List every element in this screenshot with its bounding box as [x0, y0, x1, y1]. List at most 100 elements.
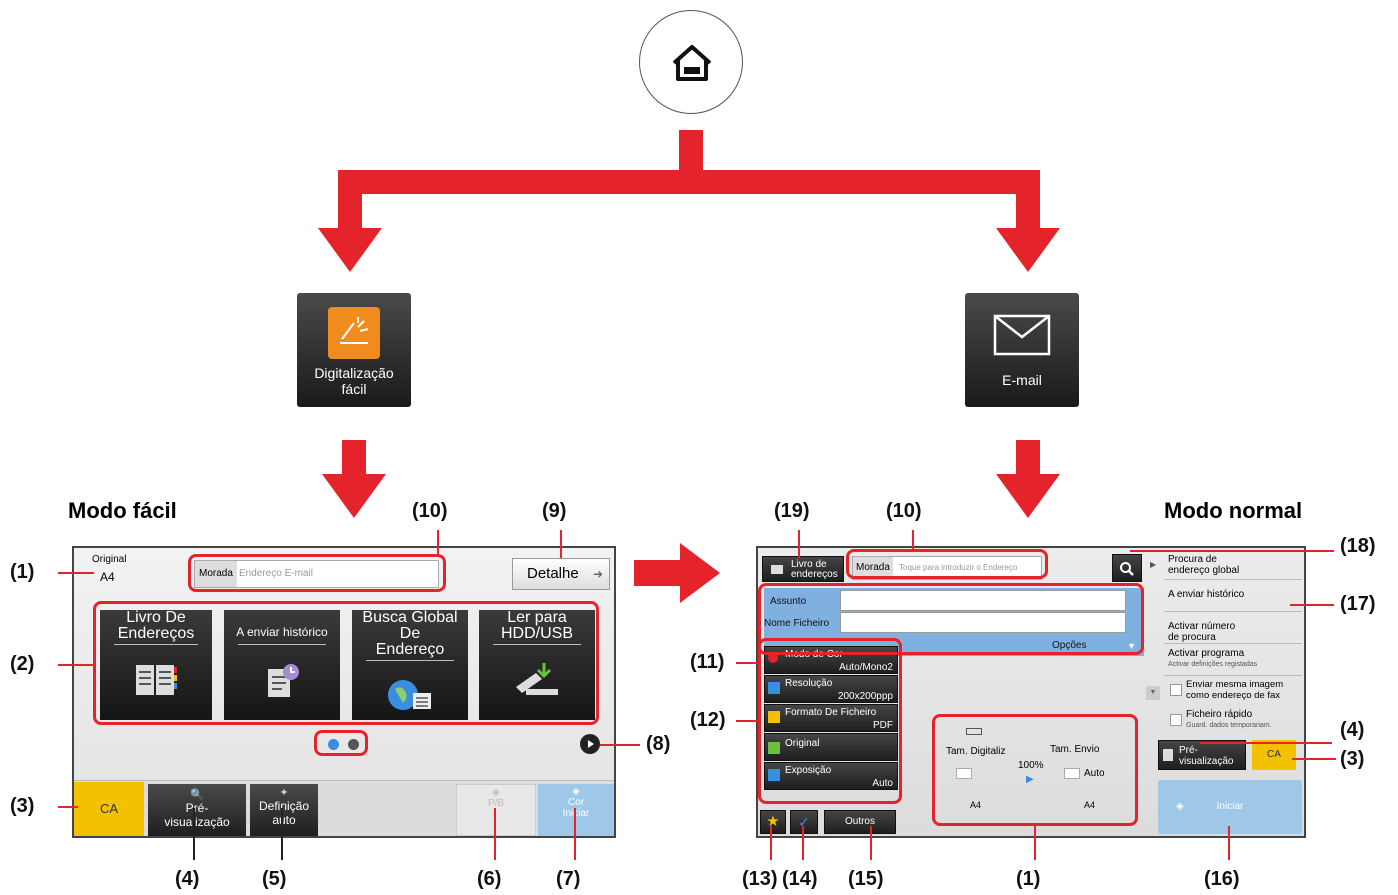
- auto-setting-button[interactable]: ✦ Definição auto: [250, 784, 318, 836]
- usb-hdd-icon: [516, 663, 558, 695]
- callout-2: (2): [10, 653, 35, 675]
- preview-button[interactable]: 🔍 Pré- visualização: [148, 784, 246, 836]
- callout-16: (16): [1204, 868, 1240, 890]
- callout-1-right: (1): [1016, 868, 1041, 890]
- down-arrow-right-head: [996, 474, 1060, 518]
- easy-scan-label: Digitalização: [314, 365, 394, 381]
- mode-arrow-stem: [634, 560, 682, 586]
- check-button[interactable]: ✓: [790, 810, 818, 834]
- callout-13: (13): [742, 868, 778, 890]
- callout-17: (17): [1340, 593, 1376, 615]
- check-icon: ✓: [798, 814, 810, 830]
- star-icon: ★: [766, 813, 780, 830]
- magic-wand-icon: ✦: [279, 787, 289, 799]
- leader-normal-1: [1034, 826, 1036, 860]
- scanner-icon: [328, 307, 380, 359]
- side-expand-icon[interactable]: ▶: [1150, 560, 1157, 569]
- scan-size-paper-icon: [956, 768, 972, 779]
- leader-normal-18: [1130, 550, 1334, 552]
- leader-normal-4: [1200, 742, 1332, 744]
- callout-6: (6): [477, 868, 502, 890]
- callout-7: (7): [556, 868, 581, 890]
- email-app[interactable]: E-mail: [965, 293, 1079, 407]
- preview-icon: 🔍: [190, 789, 204, 801]
- envelope-icon: [993, 314, 1051, 356]
- checkbox-quick-file[interactable]: Ficheiro rápido Guard. dados temporariam…: [1164, 708, 1302, 734]
- send-size-paper-icon: [1064, 768, 1080, 779]
- side-item-program[interactable]: Activar programa Activar definições regi…: [1164, 646, 1302, 676]
- highlight-sizes: [932, 714, 1138, 826]
- color-start-button[interactable]: ◈ Cor Iniciar: [538, 784, 614, 836]
- normal-preview-button[interactable]: Pré- visualização: [1158, 740, 1246, 770]
- setting-exposure[interactable]: Exposição Auto: [764, 762, 898, 790]
- leader-easy-6: [494, 808, 496, 860]
- flow-arrow-bar: [338, 170, 1040, 194]
- side-item-search-number[interactable]: Activar número de procura: [1164, 614, 1302, 644]
- home-button[interactable]: [639, 10, 743, 114]
- ca-button[interactable]: CA: [74, 782, 144, 836]
- subject-input[interactable]: [840, 590, 1126, 611]
- original-icon: [768, 742, 780, 754]
- search-button[interactable]: [1112, 554, 1142, 582]
- address-field[interactable]: Morada Endereço E-mail: [194, 560, 439, 588]
- page-next-button[interactable]: [580, 734, 600, 754]
- page-indicator[interactable]: [322, 736, 366, 752]
- options-button[interactable]: Opções ▼: [1048, 636, 1140, 656]
- side-item-global-search[interactable]: Procura de endereço global: [1164, 550, 1302, 580]
- others-button[interactable]: Outros: [824, 810, 896, 834]
- leader-normal-10: [912, 530, 914, 550]
- page-dot-active: [328, 739, 339, 750]
- checkbox-icon-2: [1170, 714, 1182, 726]
- bw-start-button[interactable]: ◈ P/B: [456, 784, 536, 836]
- normal-ca-button[interactable]: CA: [1252, 740, 1296, 770]
- address-book-button[interactable]: Livro de endereços: [762, 556, 844, 582]
- favorite-button[interactable]: ★: [760, 810, 786, 834]
- leader-easy-1: [58, 572, 94, 574]
- callout-10-right: (10): [886, 500, 922, 522]
- exposure-icon: [768, 769, 780, 781]
- subject-label: Assunto: [770, 596, 807, 607]
- checkbox-send-fax[interactable]: Enviar mesma imagem como endereço de fax: [1164, 678, 1302, 704]
- search-icon: [1120, 562, 1134, 576]
- file-format-icon: [768, 711, 780, 723]
- leader-normal-14: [802, 826, 804, 860]
- tile-send-history[interactable]: A enviar histórico: [224, 610, 340, 720]
- easy-scan-app[interactable]: Digitalização fácil: [297, 293, 411, 407]
- setting-resolution[interactable]: Resolução 200x200ppp: [764, 675, 898, 703]
- callout-14: (14): [782, 868, 818, 890]
- side-item-send-history[interactable]: A enviar histórico: [1164, 582, 1302, 612]
- highlight-tiles: [93, 601, 599, 725]
- callout-19: (19): [774, 500, 810, 522]
- leader-normal-17: [1290, 604, 1334, 606]
- easy-mode-title: Modo fácil: [68, 498, 177, 523]
- tile-scan-to-hdd-usb[interactable]: Ler para HDD/USB: [479, 610, 595, 720]
- callout-12: (12): [690, 709, 726, 731]
- leader-easy-8: [600, 744, 640, 746]
- color-mode-icon: [768, 653, 778, 663]
- address-placeholder: Endereço E-mail: [239, 568, 313, 579]
- scan-size-label: Tam. Digitaliz: [946, 746, 1006, 757]
- side-scroll-down[interactable]: ▼: [1146, 686, 1160, 700]
- home-icon: [672, 45, 712, 81]
- detail-button[interactable]: Detalhe ➜: [512, 558, 610, 590]
- setting-original[interactable]: Original: [764, 733, 898, 761]
- tile-global-search[interactable]: Busca Global De Endereço: [352, 610, 468, 720]
- leader-normal-12: [736, 720, 760, 722]
- resolution-icon: [768, 682, 780, 694]
- callout-10-left: (10): [412, 500, 448, 522]
- flow-arrow-left-stem: [338, 180, 362, 232]
- start-icon-color: ◈: [572, 786, 580, 797]
- filename-input[interactable]: [840, 612, 1126, 633]
- normal-start-button[interactable]: ◈ Iniciar: [1158, 780, 1302, 834]
- global-search-icon: [388, 680, 431, 710]
- setting-file-format[interactable]: Formato De Ficheiro PDF: [764, 704, 898, 732]
- leader-easy-2: [58, 664, 94, 666]
- flow-arrow-right-head: [996, 228, 1060, 272]
- callout-9: (9): [542, 500, 567, 522]
- callout-18: (18): [1340, 535, 1376, 557]
- highlight-normal-address: [846, 549, 1048, 579]
- callout-1-left: (1): [10, 561, 35, 583]
- start-icon-normal: ◈: [1176, 801, 1184, 812]
- tile-address-book[interactable]: Livro De Endereços: [100, 610, 212, 720]
- play-icon: [588, 740, 594, 748]
